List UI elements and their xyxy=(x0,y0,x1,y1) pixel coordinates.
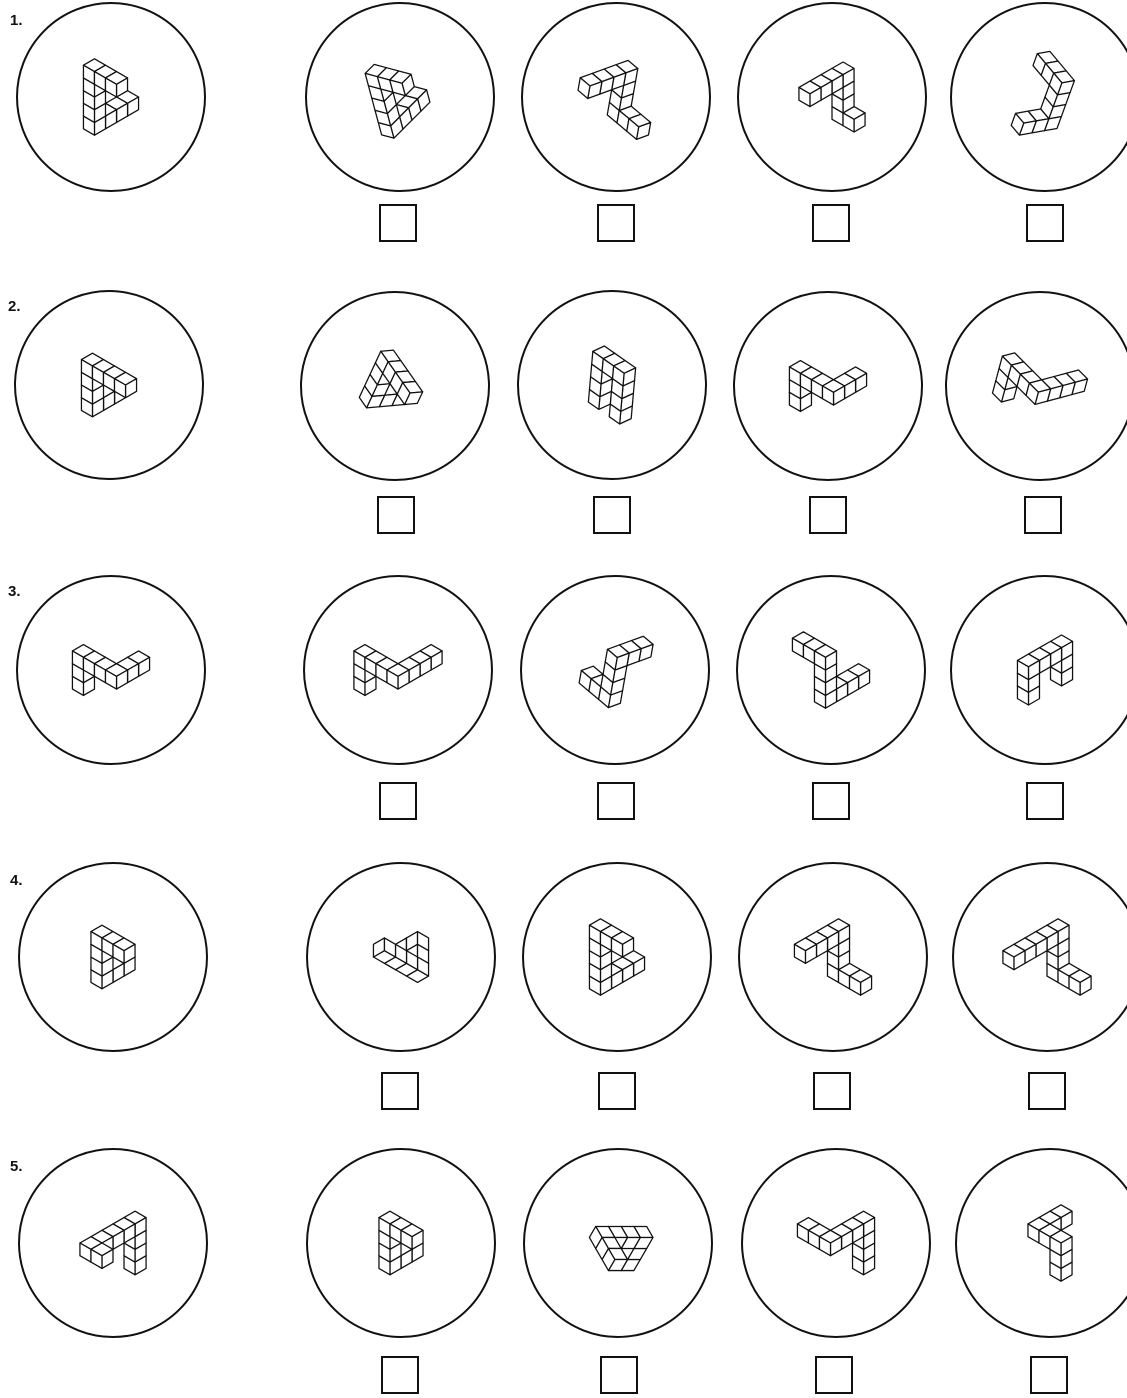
option-figure xyxy=(300,291,490,481)
cube-figure-drawing xyxy=(522,577,708,763)
reference-figure xyxy=(18,1148,208,1338)
cube-figure-drawing xyxy=(952,4,1127,190)
answer-checkbox[interactable] xyxy=(813,1072,851,1110)
answer-checkbox[interactable] xyxy=(381,1072,419,1110)
option-figure xyxy=(303,575,493,765)
answer-checkbox[interactable] xyxy=(1026,782,1064,820)
answer-checkbox[interactable] xyxy=(1024,496,1062,534)
cube-figure-drawing xyxy=(18,577,204,763)
option-figure xyxy=(517,290,707,480)
option-figure xyxy=(305,2,495,192)
cube-figure-drawing xyxy=(20,1150,206,1336)
cube-figure-drawing xyxy=(519,292,705,478)
cube-figure-drawing xyxy=(308,1150,494,1336)
option-figure xyxy=(306,862,496,1052)
option-figure xyxy=(950,2,1127,192)
cube-figure-drawing xyxy=(954,864,1127,1050)
cube-figure-drawing xyxy=(524,864,710,1050)
answer-checkbox[interactable] xyxy=(597,204,635,242)
cube-figure-drawing xyxy=(523,4,709,190)
answer-checkbox[interactable] xyxy=(1028,1072,1066,1110)
option-figure xyxy=(945,291,1127,481)
cube-figure-drawing xyxy=(947,293,1127,479)
cube-figure-drawing xyxy=(952,577,1127,763)
option-figure xyxy=(733,291,923,481)
cube-figure-drawing xyxy=(20,864,206,1050)
answer-checkbox[interactable] xyxy=(809,496,847,534)
cube-figure-drawing xyxy=(735,293,921,479)
reference-figure xyxy=(16,575,206,765)
answer-checkbox[interactable] xyxy=(597,782,635,820)
option-figure xyxy=(306,1148,496,1338)
cube-figure-drawing xyxy=(957,1150,1127,1336)
option-figure xyxy=(738,862,928,1052)
option-figure xyxy=(521,2,711,192)
answer-checkbox[interactable] xyxy=(812,204,850,242)
option-figure xyxy=(952,862,1127,1052)
reference-figure xyxy=(16,2,206,192)
cube-figure-drawing xyxy=(738,577,924,763)
option-figure xyxy=(736,575,926,765)
option-figure xyxy=(520,575,710,765)
answer-checkbox[interactable] xyxy=(1030,1356,1068,1394)
option-figure xyxy=(955,1148,1127,1338)
answer-checkbox[interactable] xyxy=(381,1356,419,1394)
cube-figure-drawing xyxy=(525,1150,711,1336)
reference-figure xyxy=(14,290,204,480)
answer-checkbox[interactable] xyxy=(1026,204,1064,242)
option-figure xyxy=(523,1148,713,1338)
cube-figure-drawing xyxy=(16,292,202,478)
cube-figure-drawing xyxy=(740,864,926,1050)
answer-checkbox[interactable] xyxy=(377,496,415,534)
option-figure xyxy=(522,862,712,1052)
answer-checkbox[interactable] xyxy=(593,496,631,534)
reference-figure xyxy=(18,862,208,1052)
option-figure xyxy=(737,2,927,192)
option-figure xyxy=(741,1148,931,1338)
cube-figure-drawing xyxy=(307,4,493,190)
option-figure xyxy=(950,575,1127,765)
cube-figure-drawing xyxy=(743,1150,929,1336)
answer-checkbox[interactable] xyxy=(379,782,417,820)
answer-checkbox[interactable] xyxy=(598,1072,636,1110)
cube-figure-drawing xyxy=(302,293,488,479)
answer-checkbox[interactable] xyxy=(600,1356,638,1394)
cube-figure-drawing xyxy=(308,864,494,1050)
cube-figure-drawing xyxy=(305,577,491,763)
cube-figure-drawing xyxy=(18,4,204,190)
answer-checkbox[interactable] xyxy=(379,204,417,242)
answer-checkbox[interactable] xyxy=(812,782,850,820)
cube-figure-drawing xyxy=(739,4,925,190)
answer-checkbox[interactable] xyxy=(815,1356,853,1394)
